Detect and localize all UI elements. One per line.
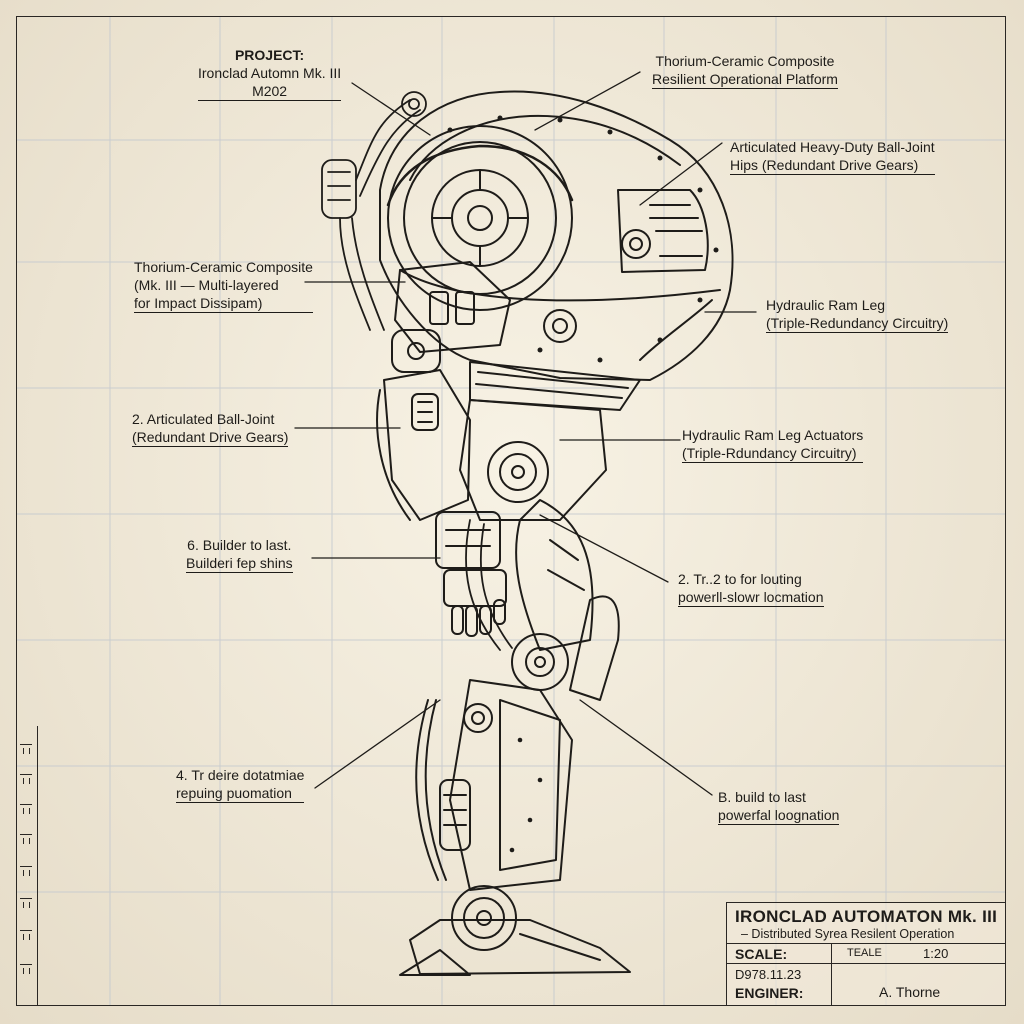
arm-assembly: [376, 329, 507, 637]
callout-c4-line2: (Triple-Redundancy Circuitry): [766, 315, 949, 333]
strip-mark: [20, 804, 32, 819]
callout-c2-line2: Hips (Redundant Drive Gears): [730, 156, 935, 175]
strip-mark: [20, 898, 32, 913]
callout-c7-line1: 6. Builder to last.: [187, 537, 292, 553]
callout-c7-line2: Builderi fep shins: [186, 555, 293, 573]
callout-c5: 2. Articulated Ball-Joint (Redundant Dri…: [132, 410, 289, 447]
callout-c3-line3: for Impact Dissipam): [134, 294, 313, 313]
callout-c2: Articulated Heavy-Duty Ball-Joint Hips (…: [730, 138, 935, 175]
callout-c1-line1: Thorium-Ceramic Composite: [655, 53, 835, 69]
callout-c8-line2: powerll-slowr locmation: [678, 589, 824, 607]
strip-mark: [20, 964, 32, 979]
callout-c7: 6. Builder to last. Builderi fep shins: [186, 536, 293, 573]
project-label: PROJECT: Ironclad Automn Mk. III M202: [198, 46, 342, 101]
title-block-divider: [831, 943, 832, 1005]
scale-label: SCALE:: [735, 946, 788, 962]
callout-c8: 2. Tr..2 to for louting powerll-slowr lo…: [678, 570, 824, 607]
title-block-divider: [727, 963, 1005, 964]
scale-field: TEALE: [847, 947, 882, 959]
project-heading: PROJECT:: [234, 47, 305, 63]
revision-strip: [16, 726, 38, 1006]
callout-c8-line1: 2. Tr..2 to for louting: [678, 571, 802, 587]
strip-mark: [20, 866, 32, 881]
ankle-foot: [399, 885, 631, 976]
callout-c5-line2: (Redundant Drive Gears): [132, 429, 289, 447]
title-block-divider: [727, 943, 1005, 944]
strip-mark: [20, 744, 32, 759]
drawing-frame: [16, 16, 1006, 1006]
engineer-label: ENGINER:: [735, 985, 804, 1001]
callout-c2-line1: Articulated Heavy-Duty Ball-Joint: [730, 139, 935, 155]
hip-thigh: [459, 399, 607, 651]
strip-mark: [20, 930, 32, 945]
callout-c10-line2: powerfal loognation: [718, 807, 840, 825]
back-hose-pack: [321, 91, 427, 331]
engineer-name: A. Thorne: [879, 984, 941, 1000]
chest-plate: [394, 261, 641, 411]
strip-mark: [20, 834, 32, 849]
callout-c3-line2: (Mk. III — Multi-layered: [134, 277, 279, 293]
callout-c3: Thorium-Ceramic Composite (Mk. III — Mul…: [134, 258, 313, 313]
project-code: M202: [198, 82, 342, 101]
callout-c6-line1: Hydraulic Ram Leg Actuators: [682, 427, 864, 443]
callout-c4-line1: Hydraulic Ram Leg: [766, 297, 886, 313]
callout-c10: B. build to last powerfal loognation: [718, 788, 840, 825]
callout-c4: Hydraulic Ram Leg (Triple-Redundancy Cir…: [766, 296, 949, 333]
callout-c1-line2: Resilient Operational Platform: [652, 71, 838, 89]
strip-mark: [20, 774, 32, 789]
callout-c6: Hydraulic Ram Leg Actuators (Triple-Rdun…: [682, 426, 864, 463]
shoulder-gear: [386, 125, 574, 311]
knee-joint: [511, 595, 620, 701]
callout-c3-line1: Thorium-Ceramic Composite: [134, 259, 313, 275]
callout-c9-line1: 4. Tr deire dotatmiae: [176, 767, 305, 783]
callout-leaders: [294, 71, 757, 796]
callout-c5-line1: 2. Articulated Ball-Joint: [132, 411, 275, 427]
scale-value: 1:20: [923, 946, 949, 961]
title-block-subtitle: – Distributed Syrea Resilent Operation: [741, 927, 955, 941]
drawing-date: D978.11.23: [735, 967, 802, 982]
title-block-title: IRONCLAD AUTOMATON Mk. III: [735, 907, 998, 926]
callout-c6-line2: (Triple-Rdundancy Circuitry): [682, 444, 864, 463]
torso-dome: [379, 90, 734, 381]
project-name: Ironclad Automn Mk. III: [198, 65, 342, 81]
callout-c10-line1: B. build to last: [718, 789, 806, 805]
lower-leg: [415, 679, 573, 891]
callout-c1: Thorium-Ceramic Composite Resilient Oper…: [652, 52, 838, 89]
callout-c9: 4. Tr deire dotatmiae repuing puomation: [176, 766, 305, 803]
callout-c9-line2: repuing puomation: [176, 784, 305, 803]
title-block: IRONCLAD AUTOMATON Mk. III – Distributed…: [726, 902, 1006, 1006]
